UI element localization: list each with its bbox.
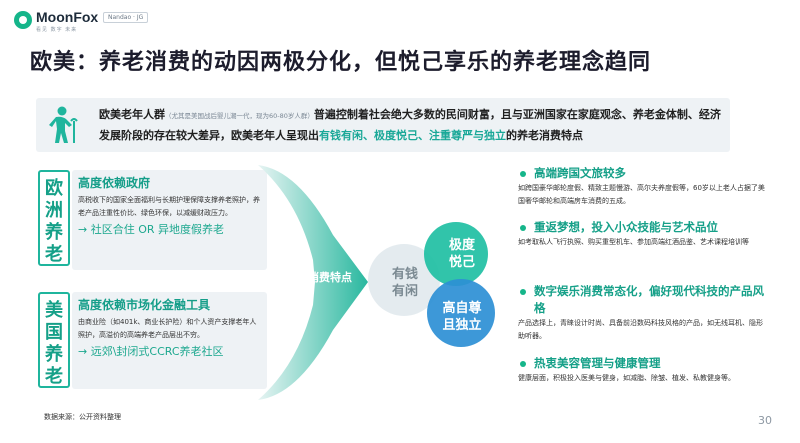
moonfox-logo-icon bbox=[14, 11, 32, 29]
list-item-desc: 如跨国豪华邮轮度假、精致主题慢游、高尔夫养度假等，60岁以上老人占据了美国奢华邮… bbox=[518, 184, 765, 205]
usa-title: 高度依赖市场化金融工具 bbox=[78, 298, 211, 312]
europe-label-char: 欧 bbox=[45, 178, 63, 199]
intro-box: 欧美老年人群（尤其是美国战后婴儿潮一代，现为60-80岁人群）普遍控制着社会绝大… bbox=[36, 98, 730, 152]
chevron-arrow-shape bbox=[258, 165, 368, 400]
page-title: 欧美：养老消费的动因两极分化，但悦己享乐的养老理念趋同 bbox=[30, 50, 652, 75]
logo-name: MoonFox bbox=[36, 9, 99, 25]
intro-body: 普遍控制着社会绝大多数的民间财富，且与亚洲国家在家庭观念、养老金体制、经济发展阶… bbox=[99, 108, 721, 142]
usa-label-char: 国 bbox=[45, 322, 63, 343]
venn-label-b-line: 极度 bbox=[448, 238, 475, 253]
europe-label-char: 养 bbox=[45, 222, 63, 243]
venn-circle-b bbox=[424, 222, 488, 286]
intro-text: 欧美老年人群（尤其是美国战后婴儿潮一代，现为60-80岁人群）普遍控制着社会绝大… bbox=[99, 105, 724, 145]
usa-desc: 由商业险（如401k、商业长护险）和个人资产支撑老年人照护，高溢价的高端养老产品… bbox=[78, 318, 257, 339]
logo-subtitle: 看见 数字 未来 bbox=[36, 27, 78, 33]
usa-arrow-text: → 远郊\封闭式CCRC养老社区 bbox=[78, 345, 224, 358]
venn-label-c-line: 高自尊 bbox=[442, 301, 482, 316]
list-item: 热衷美容管理与健康管理 健康层面，积极投入医美与健身，如减脂、除皱、植发、私教健… bbox=[516, 355, 766, 385]
intro-highlight: 有钱有闲、极度悦己、注重尊严与独立 bbox=[319, 129, 506, 142]
list-item-head: 高端跨国文旅较多 bbox=[516, 165, 766, 182]
europe-label-char: 洲 bbox=[45, 200, 63, 221]
list-item: 重返梦想，投入小众技能与艺术品位 如考取私人飞行执照、购买重型机车、参加高端红酒… bbox=[516, 219, 766, 249]
venn-circle-c bbox=[427, 279, 495, 347]
venn-label-c: 高自尊 且独立 bbox=[436, 300, 488, 334]
venn-label-a-line: 有闲 bbox=[391, 284, 418, 299]
usa-label-char: 美 bbox=[45, 300, 63, 321]
list-item-desc: 产品选择上，青睐设计时尚、具备前沿数码科技风格的产品，如无线耳机、隐形助听器。 bbox=[518, 319, 763, 340]
venn-label-b: 极度 悦己 bbox=[440, 237, 484, 271]
intro-tail: 的养老消费特点 bbox=[506, 129, 583, 142]
data-source: 数据来源：公开资料整理 bbox=[44, 413, 121, 421]
venn-label-a: 有钱 有闲 bbox=[385, 266, 425, 300]
chevron-label: 消费特点 bbox=[308, 271, 352, 284]
europe-title: 高度依赖政府 bbox=[78, 176, 151, 190]
elderly-person-icon bbox=[49, 106, 78, 143]
page-number: 30 bbox=[758, 414, 772, 427]
intro-note: （尤其是美国战后婴儿潮一代，现为60-80岁人群） bbox=[165, 112, 314, 120]
list-item-desc: 健康层面，积极投入医美与健身，如减脂、除皱、植发、私教健身等。 bbox=[518, 374, 735, 382]
venn-diagram bbox=[368, 222, 495, 347]
moonfox-logo: MoonFox 看见 数字 未来 bbox=[14, 9, 98, 33]
usa-label: 美 国 养 老 bbox=[38, 292, 70, 388]
intro-subject: 欧美老年人群 bbox=[99, 108, 165, 121]
venn-label-b-line: 悦己 bbox=[448, 255, 475, 270]
europe-panel: 高度依赖政府 高税收下的国家全面福利与长期护理保障支撑养老照护，养老产品注重性价… bbox=[72, 170, 267, 270]
usa-panel: 高度依赖市场化金融工具 由商业险（如401k、商业长护险）和个人资产支撑老年人照… bbox=[72, 292, 267, 389]
logo-tag: Nandao · JG bbox=[103, 12, 149, 23]
list-item: 数字娱乐消费常态化，偏好现代科技的产品风格 产品选择上，青睐设计时尚、具备前沿数… bbox=[516, 283, 766, 343]
list-item-head: 热衷美容管理与健康管理 bbox=[516, 355, 766, 372]
list-item: 高端跨国文旅较多 如跨国豪华邮轮度假、精致主题慢游、高尔夫养度假等，60岁以上老… bbox=[516, 165, 766, 208]
europe-label-char: 老 bbox=[45, 244, 63, 265]
venn-label-a-line: 有钱 bbox=[391, 267, 418, 282]
list-item-head: 数字娱乐消费常态化，偏好现代科技的产品风格 bbox=[516, 283, 766, 317]
venn-circle-a bbox=[368, 244, 440, 316]
europe-label: 欧 洲 养 老 bbox=[38, 170, 70, 266]
usa-label-char: 养 bbox=[45, 344, 63, 365]
list-item-desc: 如考取私人飞行执照、购买重型机车、参加高端红酒品鉴、艺术课程培训等 bbox=[518, 238, 749, 246]
europe-arrow-text: → 社区合住 OR 异地度假养老 bbox=[78, 223, 225, 236]
list-item-head: 重返梦想，投入小众技能与艺术品位 bbox=[516, 219, 766, 236]
usa-label-char: 老 bbox=[45, 366, 63, 387]
europe-desc: 高税收下的国家全面福利与长期护理保障支撑养老照护，养老产品注重性价比、绿色环保，… bbox=[78, 196, 260, 217]
venn-label-c-line: 且独立 bbox=[442, 318, 482, 333]
